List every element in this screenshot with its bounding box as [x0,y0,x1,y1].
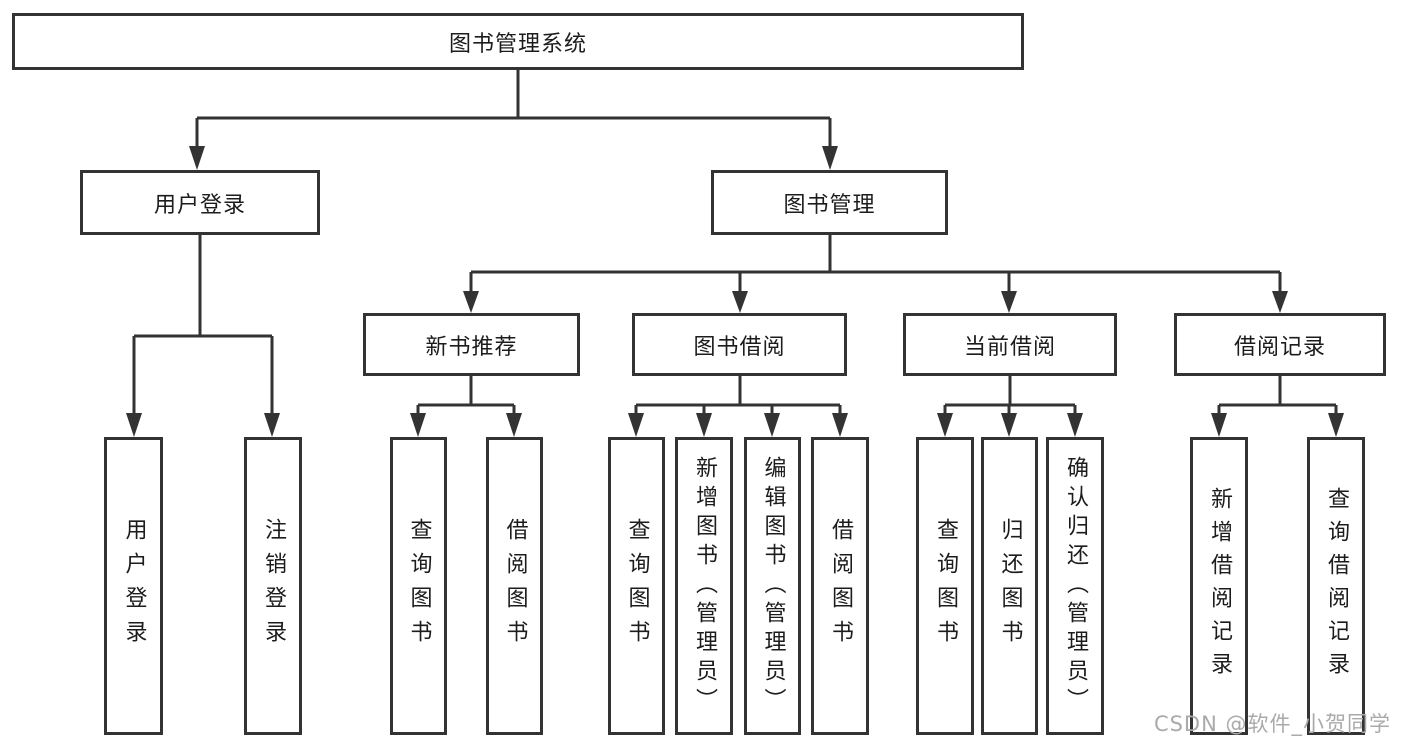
node-label: 图书管理 [783,192,876,218]
node-borrow-records: 借阅记录 [1174,313,1386,376]
leaf-user-login: 用户登录 [104,437,163,735]
node-root-label: 图书管理系统 [448,31,587,57]
leaf-label: 编辑图书（管理员） [760,455,786,717]
leaf-query-books-current: 查询图书 [916,437,974,735]
leaf-borrow-books-recommend: 借阅图书 [486,437,543,735]
leaf-label: 用户登录 [121,518,147,654]
leaf-label: 确认归还（管理员） [1063,455,1088,717]
leaf-query-books-borrow: 查询图书 [608,437,665,735]
leaf-label: 注销登录 [261,518,286,654]
node-label: 图书借阅 [693,334,786,360]
leaf-label: 查询图书 [933,518,958,654]
node-label: 用户登录 [153,192,246,218]
leaf-label: 新增图书（管理员） [692,455,717,717]
csdn-watermark: CSDN @软件_小贺同学 [1153,712,1391,736]
node-root: 图书管理系统 [12,13,1024,70]
leaf-add-borrow-record: 新增借阅记录 [1190,437,1248,735]
leaf-edit-book-admin: 编辑图书（管理员） [744,437,801,735]
node-label: 借阅记录 [1233,334,1326,360]
leaf-borrow-books-borrow: 借阅图书 [811,437,869,735]
leaf-label: 归还图书 [997,518,1023,654]
leaf-label: 借阅图书 [828,518,853,654]
node-book-management: 图书管理 [711,170,948,235]
leaf-label: 借阅图书 [502,518,528,654]
leaf-confirm-return-admin: 确认归还（管理员） [1046,437,1104,735]
leaf-label: 新增借阅记录 [1207,487,1232,685]
leaf-return-book: 归还图书 [981,437,1038,735]
leaf-label: 查询图书 [406,518,432,654]
node-book-borrow: 图书借阅 [632,313,847,376]
leaf-add-book-admin: 新增图书（管理员） [675,437,733,735]
leaf-label: 查询图书 [624,518,650,654]
node-new-book-recommend: 新书推荐 [363,313,580,376]
node-user-login: 用户登录 [80,170,320,235]
leaf-label: 查询借阅记录 [1324,487,1349,685]
node-current-borrow: 当前借阅 [903,313,1117,376]
node-label: 当前借阅 [963,334,1056,360]
leaf-query-borrow-record: 查询借阅记录 [1307,437,1365,735]
node-label: 新书推荐 [425,334,518,360]
leaf-logout-login: 注销登录 [244,437,302,735]
leaf-query-books-recommend: 查询图书 [390,437,447,735]
